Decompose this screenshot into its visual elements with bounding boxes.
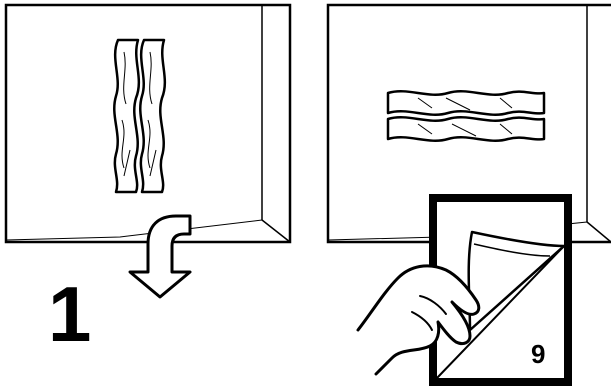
step-number: 1 bbox=[48, 270, 91, 358]
vertical-strip-left-texture bbox=[121, 51, 131, 177]
down-arrow-icon bbox=[128, 214, 192, 299]
hand-fingers bbox=[411, 295, 447, 331]
card-number: 9 bbox=[531, 339, 545, 369]
horizontal-strips-texture bbox=[417, 97, 513, 137]
horizontal-strips bbox=[386, 90, 546, 142]
horizontal-strip-top bbox=[386, 90, 546, 116]
peeled-sheet-curl bbox=[473, 243, 551, 257]
horizontal-strip-bottom bbox=[386, 116, 546, 142]
left-panel bbox=[4, 3, 292, 244]
card-diagonal bbox=[436, 245, 565, 379]
peeled-sheet bbox=[467, 230, 566, 332]
hand-icon bbox=[356, 264, 481, 376]
vertical-strips bbox=[113, 38, 167, 194]
vertical-strip-right-texture bbox=[147, 51, 157, 177]
vertical-strip-right bbox=[139, 38, 167, 194]
left-panel-floor-line bbox=[5, 219, 263, 241]
vertical-strip-left bbox=[113, 38, 141, 194]
